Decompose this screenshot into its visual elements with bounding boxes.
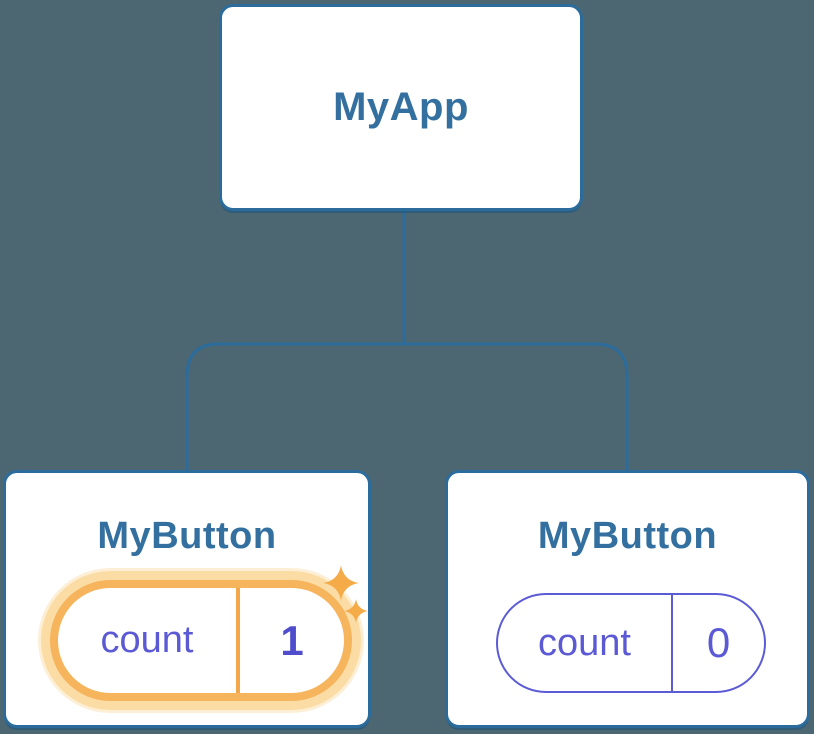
sparkle-icon-large xyxy=(323,565,359,601)
state-value: 0 xyxy=(706,619,731,666)
connector-branch xyxy=(185,342,629,470)
state-value: 1 xyxy=(280,616,304,664)
button-node-highlighted: MyButton count 1 xyxy=(3,470,371,728)
state-pill-divider xyxy=(236,588,240,693)
button-node-label: MyButton xyxy=(97,515,277,557)
state-pill-highlighted: count 1 xyxy=(58,588,344,693)
state-pill-plain: count 0 xyxy=(496,593,766,693)
state-key-label: count xyxy=(538,621,631,664)
sparkle-icon-small xyxy=(344,599,368,623)
app-node-label: MyApp xyxy=(333,85,469,129)
state-pill-divider xyxy=(671,595,673,691)
button-node-label: MyButton xyxy=(537,515,718,557)
button-node-plain: MyButton count 0 xyxy=(445,470,810,728)
state-key-label: count xyxy=(100,619,194,661)
app-node: MyApp xyxy=(219,4,583,211)
